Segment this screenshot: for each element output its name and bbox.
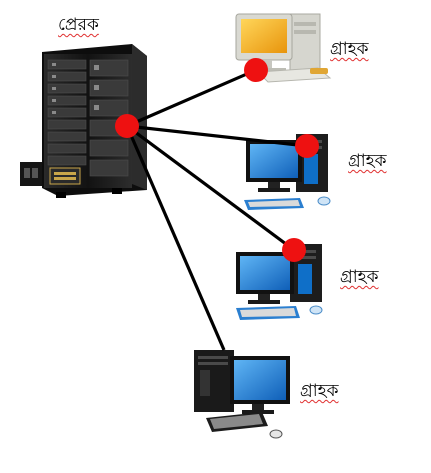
receiver-label: গ্রাহক [300,381,339,401]
link-line [125,125,226,351]
receiver-node-dot [244,58,268,82]
receiver-node-dot [295,134,319,158]
network-links [125,68,308,351]
receiver-label: গ্রাহক [330,39,369,59]
receiver-node-dot [282,238,306,262]
server-icon [20,44,147,198]
link-line [126,124,308,148]
sender-label: প্রেরক [58,15,99,35]
receiver-label: গ্রাহক [340,267,379,287]
computer-icon [236,244,323,320]
receiver-label: গ্রাহক [348,151,387,171]
node-markers [115,58,319,262]
sender-node-dot [115,114,139,138]
link-line [126,124,295,252]
link-line [126,68,257,128]
computer-icon [194,350,290,439]
